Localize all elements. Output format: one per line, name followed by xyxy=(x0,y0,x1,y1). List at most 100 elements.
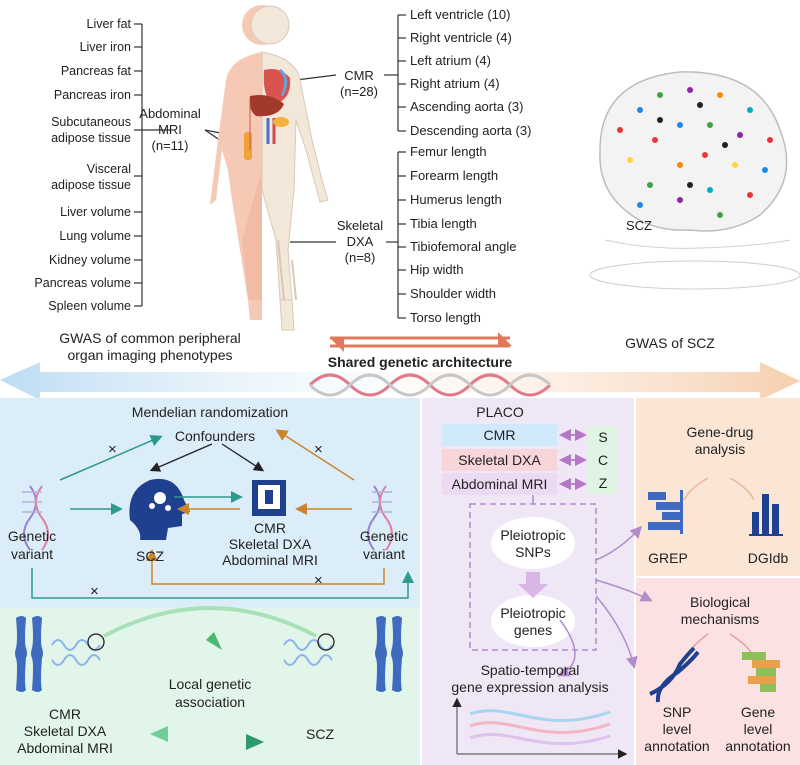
bio-gene-line1: Gene xyxy=(740,704,776,720)
local-right-scz: SCZ xyxy=(306,726,334,742)
phenotype-subcutaneous-line1: Subcutaneous xyxy=(51,115,131,129)
bio-diagram xyxy=(649,633,780,703)
mr-scz-label: SCZ xyxy=(136,548,164,564)
dna-right-icon xyxy=(367,485,393,551)
placo-expr-line1: Spatio-temporal xyxy=(480,662,580,678)
cmr-item: Descending aorta (3) xyxy=(410,123,532,138)
mr-title: Mendelian randomization xyxy=(131,404,289,420)
mr-outcome-dxa: Skeletal DXA xyxy=(228,536,312,552)
cmr-item: Right ventricle (4) xyxy=(410,30,512,45)
drug-dgidb-label: DGIdb xyxy=(747,550,789,566)
cmr-bracket xyxy=(295,14,406,132)
placo-diagram xyxy=(442,424,653,759)
phenotype-liver-volume: Liver volume xyxy=(60,205,131,219)
placo-box-mri: Abdominal MRI xyxy=(451,476,548,492)
human-body-illustration xyxy=(210,5,329,331)
cmr-item: Ascending aorta (3) xyxy=(410,99,524,114)
mr-genetic-left-line2: variant xyxy=(10,546,54,562)
dxa-item: Tibia length xyxy=(410,216,477,231)
placo-expr-line2: gene expression analysis xyxy=(451,679,609,695)
dna-strand xyxy=(308,373,552,397)
dna-helix-icon xyxy=(649,646,700,703)
mr-diagram xyxy=(22,429,414,599)
phenotype-pancreas-fat: Pancreas fat xyxy=(60,64,131,78)
local-left-mri: Abdominal MRI xyxy=(17,740,113,756)
dxa-item: Humerus length xyxy=(410,192,502,207)
banner-center: Shared genetic architecture xyxy=(327,354,513,370)
banner-left-line2: organ imaging phenotypes xyxy=(67,347,233,363)
brain-scz-label: SCZ xyxy=(626,218,652,233)
cmr-line2: (n=28) xyxy=(340,84,378,99)
brain-illustration xyxy=(589,71,800,290)
cmr-item: Right atrium (4) xyxy=(410,76,500,91)
mr-cross-mark: × xyxy=(314,441,323,458)
local-panel xyxy=(0,608,420,765)
neuron-dots xyxy=(617,87,773,218)
mr-outcome-cmr: CMR xyxy=(254,520,286,536)
placo-box-cmr: CMR xyxy=(483,427,516,443)
chromosome-left-icon xyxy=(15,616,43,692)
dxa-item: Hip width xyxy=(410,262,464,277)
dxa-item: Torso length xyxy=(410,310,481,325)
drug-diagram xyxy=(648,477,783,536)
local-left-dxa: Skeletal DXA xyxy=(23,723,107,739)
banner-right: GWAS of SCZ xyxy=(625,335,715,351)
bio-snp-line1: SNP xyxy=(662,704,692,720)
abdominal-line1: Abdominal xyxy=(139,106,201,121)
phenotype-lung-volume: Lung volume xyxy=(59,229,131,243)
phenotype-spleen-volume: Spleen volume xyxy=(48,299,131,313)
mr-cross-mark: × xyxy=(314,572,323,589)
dxa-line3: (n=8) xyxy=(344,250,376,265)
placo-snps-line2: SNPs xyxy=(515,544,551,560)
dxa-bracket xyxy=(290,151,406,319)
placo-title: PLACO xyxy=(476,404,524,420)
mr-panel xyxy=(0,398,420,608)
phenotype-pancreas-volume: Pancreas volume xyxy=(34,276,131,290)
local-left-cmr: CMR xyxy=(49,706,81,722)
placo-scz-z: Z xyxy=(598,475,608,491)
phenotype-visceral-line2: adipose tissue xyxy=(51,178,131,192)
dxa-item: Shoulder width xyxy=(410,286,496,301)
dxa-line1: Skeletal xyxy=(336,218,384,233)
placo-scz-c: C xyxy=(597,452,609,468)
phenotype-liver-fat: Liver fat xyxy=(86,17,131,31)
bio-gene-line3: annotation xyxy=(725,738,791,754)
cmr-item: Left ventricle (10) xyxy=(410,7,511,22)
chromosome-right-icon xyxy=(375,616,403,692)
scanner-icon xyxy=(252,480,286,516)
local-diagram xyxy=(15,606,403,750)
phenotype-kidney-volume: Kidney volume xyxy=(49,253,131,267)
banner-arrows xyxy=(0,332,800,400)
phenotype-liver-iron: Liver iron xyxy=(79,40,131,54)
dxa-line2: DXA xyxy=(346,234,374,249)
phenotype-pancreas-iron: Pancreas iron xyxy=(53,88,131,102)
drug-grep-label: GREP xyxy=(648,550,688,566)
drug-title-line1: Gene-drug xyxy=(686,424,754,440)
drug-title-line2: analysis xyxy=(694,441,746,457)
mr-confounders: Confounders xyxy=(174,428,256,444)
cmr-line1: CMR xyxy=(344,68,374,83)
abdominal-line2: MRI xyxy=(158,122,182,137)
mr-genetic-right-line2: variant xyxy=(362,546,406,562)
dna-left-icon xyxy=(22,485,49,551)
mr-cross-mark: × xyxy=(90,583,99,600)
grep-bar-icon xyxy=(648,490,683,534)
bio-gene-line2: level xyxy=(743,721,773,737)
gene-block-icon xyxy=(742,652,780,692)
abdominal-line3: (n=11) xyxy=(151,138,189,153)
banner-left-line1: GWAS of common peripheral xyxy=(59,330,241,346)
cmr-item: Left atrium (4) xyxy=(410,53,491,68)
scz-head-icon xyxy=(129,478,190,540)
dxa-item: Tibiofemoral angle xyxy=(410,239,517,254)
placo-scz-s: S xyxy=(598,429,608,445)
mr-genetic-right-line1: Genetic xyxy=(359,528,409,544)
dxa-item: Forearm length xyxy=(410,168,499,183)
drug-panel xyxy=(636,398,800,576)
dgidb-bar-icon xyxy=(749,494,783,536)
bio-snp-line3: annotation xyxy=(644,738,710,754)
placo-box-dxa: Skeletal DXA xyxy=(458,452,541,468)
bio-snp-line2: level xyxy=(662,721,692,737)
placo-genes-line1: Pleiotropic xyxy=(500,605,566,621)
placo-genes-line2: genes xyxy=(513,622,553,638)
bio-title-line1: Biological xyxy=(690,594,750,610)
